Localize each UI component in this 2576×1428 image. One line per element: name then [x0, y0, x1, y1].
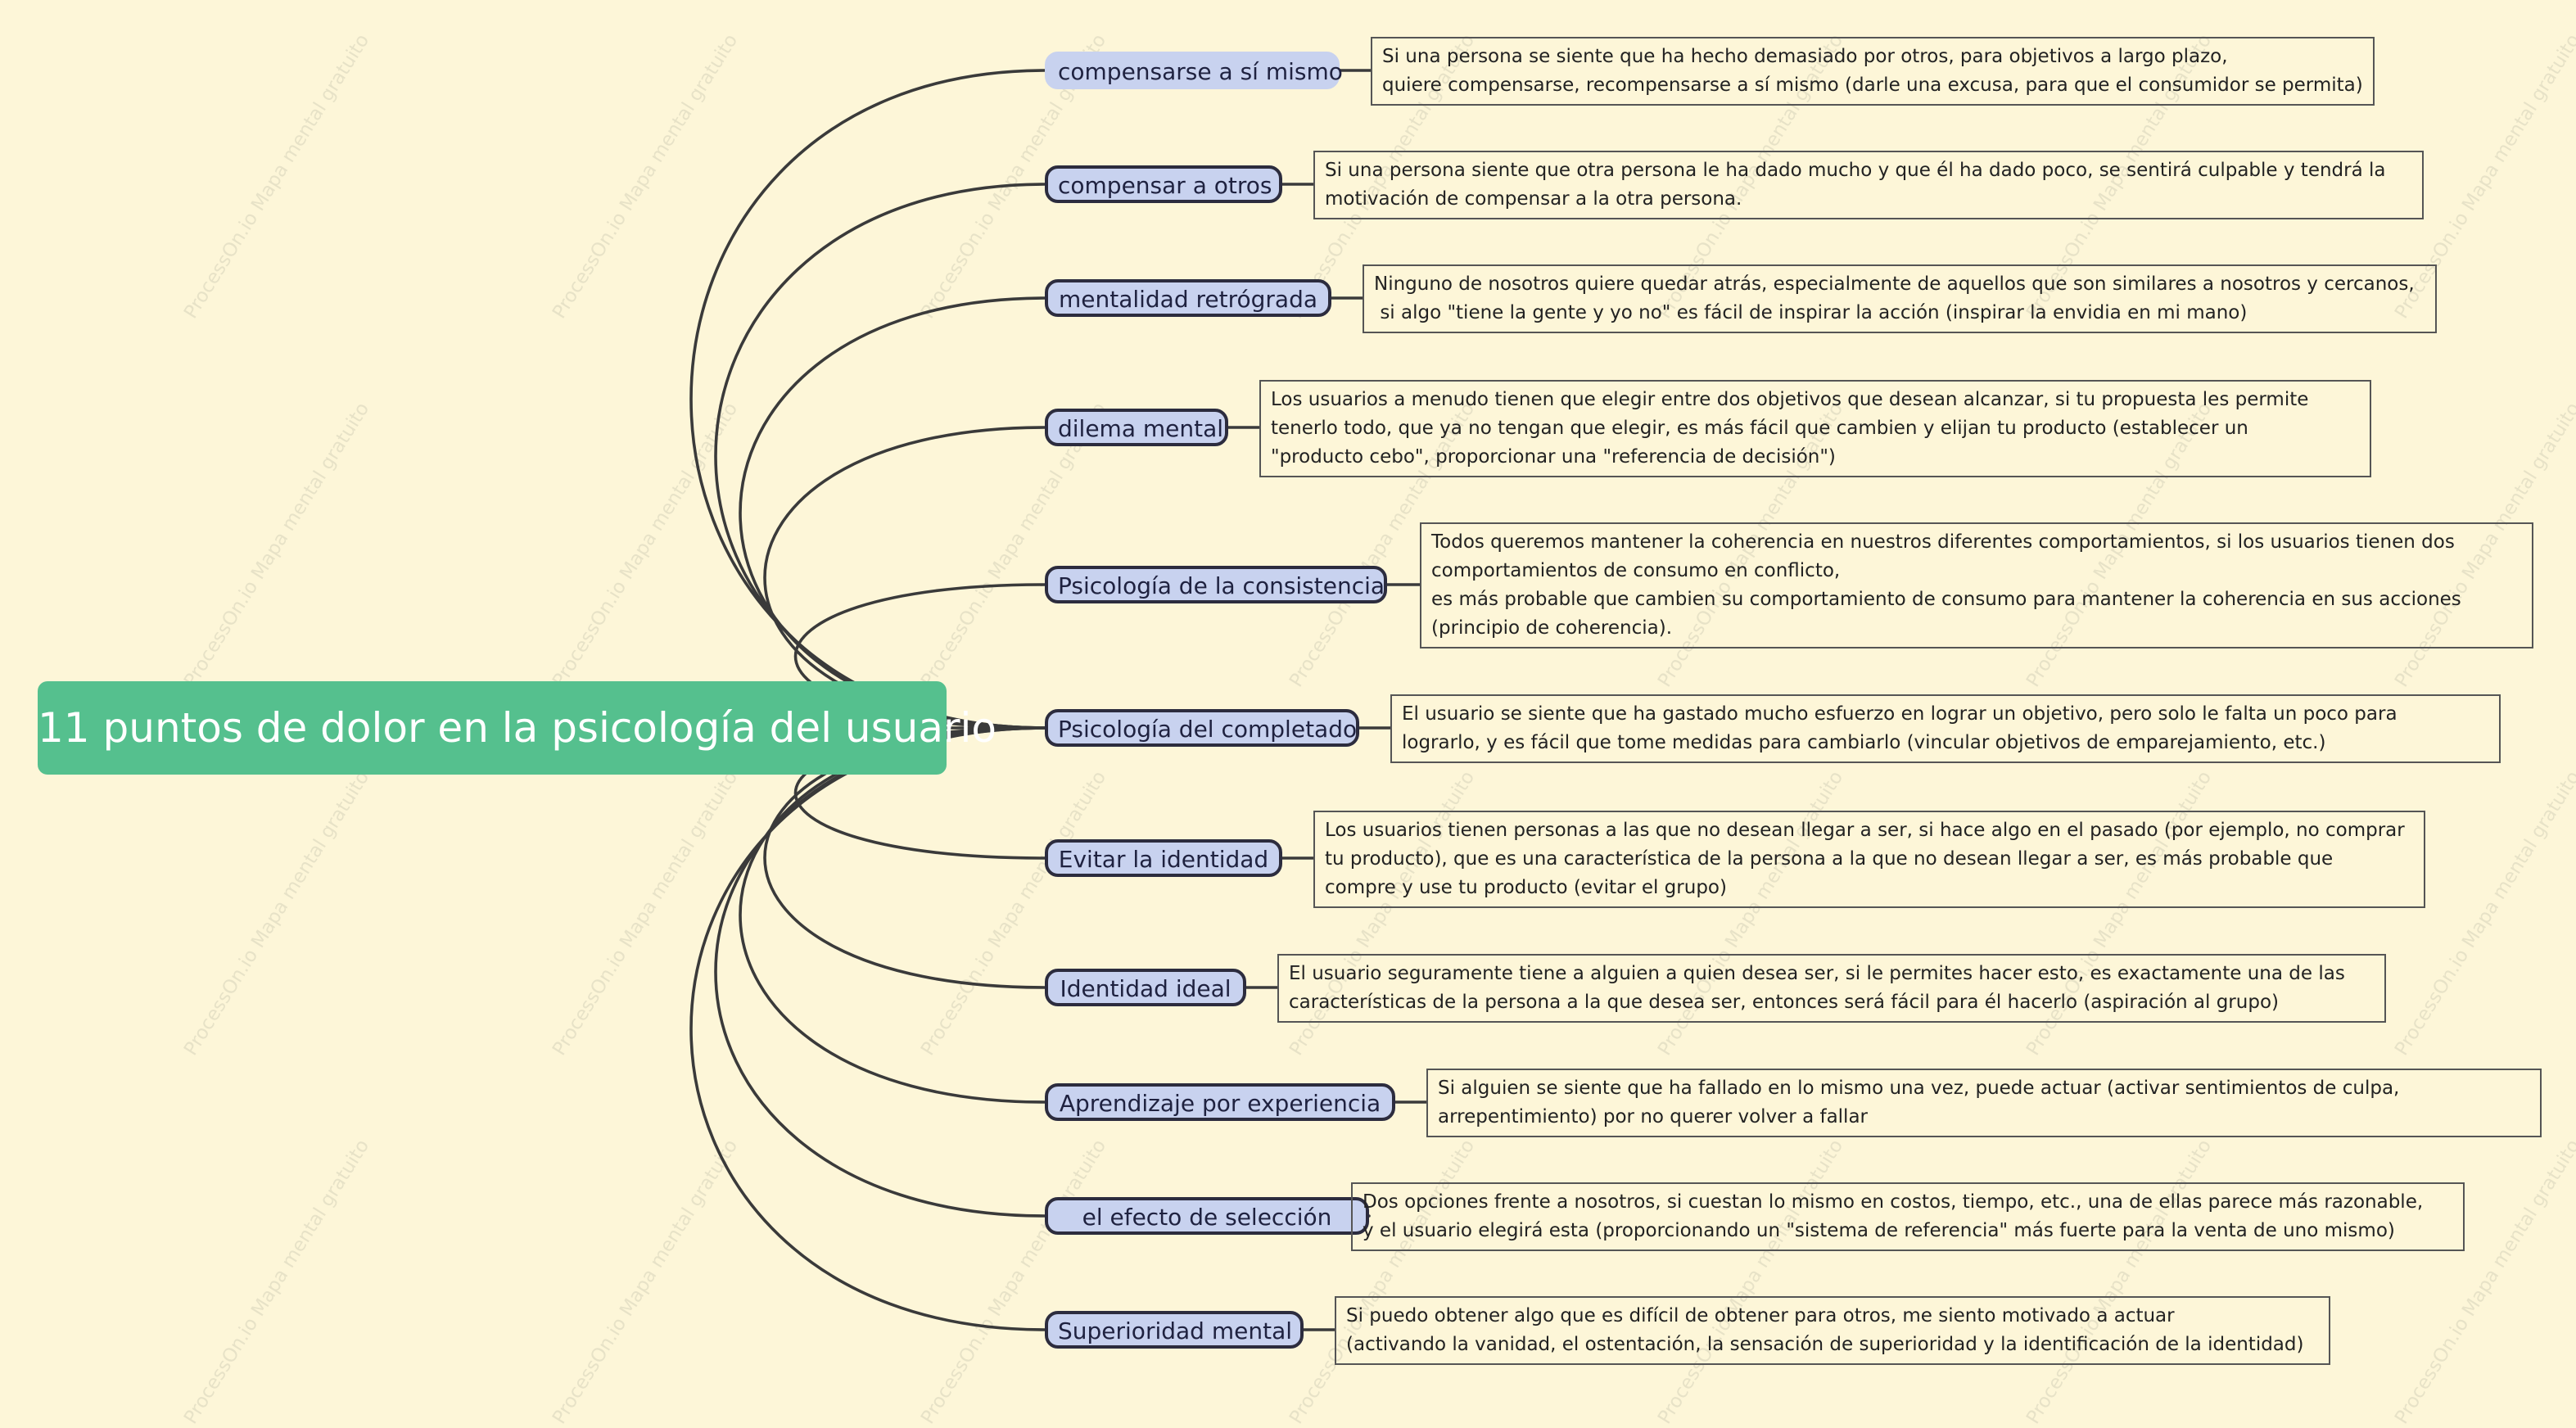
note-dilema-mental[interactable]: Los usuarios a menudo tienen que elegir … [1259, 380, 2371, 477]
watermark-text: ProcessOn.io Mapa mental gratuito [917, 1136, 1111, 1428]
connector-line [714, 726, 1046, 1218]
note-aprendizaje-por-experiencia[interactable]: Si alguien se siente que ha fallado en l… [1426, 1069, 2542, 1137]
watermark-text: ProcessOn.io Mapa mental gratuito [549, 1136, 743, 1428]
branch-psicologia-de-la-consistencia[interactable]: Psicología de la consistencia [1045, 566, 1387, 603]
root-topic[interactable]: 11 puntos de dolor en la psicología del … [38, 681, 997, 775]
branch-compensar-a-otros[interactable]: compensar a otros [1045, 165, 1282, 203]
note-compensar-a-otros[interactable]: Si una persona siente que otra persona l… [1313, 151, 2424, 219]
branch-identidad-ideal[interactable]: Identidad ideal [1045, 969, 1246, 1006]
connector-line [739, 296, 1046, 730]
branch-aprendizaje-por-experiencia[interactable]: Aprendizaje por experiencia [1045, 1083, 1395, 1121]
connector-line [689, 726, 1046, 1331]
branch-dilema-mental[interactable]: dilema mental [1045, 409, 1228, 446]
watermark-text: ProcessOn.io Mapa mental gratuito [917, 767, 1111, 1060]
watermark-text: ProcessOn.io Mapa mental gratuito [180, 1136, 374, 1428]
note-el-efecto-de-seleccion[interactable]: Dos opciones frente a nosotros, si cuest… [1351, 1182, 2465, 1251]
watermark-text: ProcessOn.io Mapa mental gratuito [2022, 1136, 2217, 1428]
watermark-text: ProcessOn.io Mapa mental gratuito [549, 767, 743, 1060]
connector-line [714, 183, 1046, 730]
watermark-text: ProcessOn.io Mapa mental gratuito [180, 30, 374, 323]
branch-superioridad-mental[interactable]: Superioridad mental [1045, 1311, 1304, 1349]
watermark-text: ProcessOn.io Mapa mental gratuito [1286, 1136, 1480, 1428]
branch-evitar-la-identidad[interactable]: Evitar la identidad [1045, 839, 1282, 877]
branch-mentalidad-retrograda[interactable]: mentalidad retrógrada [1045, 279, 1331, 317]
watermark-text: ProcessOn.io Mapa mental gratuito [549, 30, 743, 323]
branch-compensarse-a-si-mismo[interactable]: compensarse a sí mismo [1045, 52, 1343, 89]
note-psicologia-del-completado[interactable]: El usuario se siente que ha gastado much… [1390, 694, 2501, 763]
note-psicologia-de-la-consistencia[interactable]: Todos queremos mantener la coherencia en… [1420, 522, 2533, 648]
branch-el-efecto-de-seleccion[interactable]: el efecto de selección [1045, 1197, 1369, 1235]
watermark-text: ProcessOn.io Mapa mental gratuito [180, 399, 374, 691]
note-evitar-la-identidad[interactable]: Los usuarios tienen personas a las que n… [1313, 811, 2425, 908]
branch-psicologia-del-completado[interactable]: Psicología del completado [1045, 709, 1359, 747]
note-identidad-ideal[interactable]: El usuario seguramente tiene a alguien a… [1277, 954, 2386, 1023]
note-mentalidad-retrograda[interactable]: Ninguno de nosotros quiere quedar atrás,… [1363, 264, 2437, 333]
note-compensarse-a-si-mismo[interactable]: Si una persona se siente que ha hecho de… [1371, 37, 2375, 106]
watermark-text: ProcessOn.io Mapa mental gratuito [180, 767, 374, 1060]
watermark-text: ProcessOn.io Mapa mental gratuito [549, 399, 743, 691]
note-superioridad-mental[interactable]: Si puedo obtener algo que es difícil de … [1335, 1296, 2330, 1365]
watermark-text: ProcessOn.io Mapa mental gratuito [2391, 1136, 2576, 1428]
connector-line [689, 69, 1046, 730]
watermark-text: ProcessOn.io Mapa mental gratuito [1654, 1136, 1848, 1428]
